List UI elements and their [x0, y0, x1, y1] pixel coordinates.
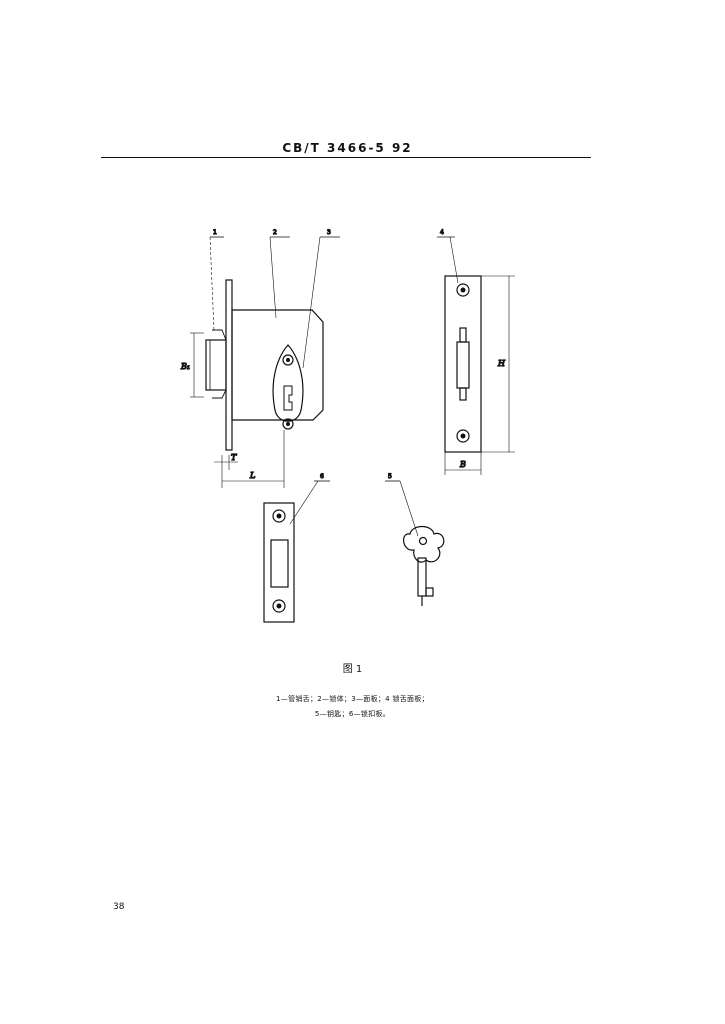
part-label-4: 4	[440, 229, 444, 236]
legend-line-1: 1—管销舌；2—锁体；3—面板；4 锁舌面板；	[276, 695, 429, 703]
legend-line-2: 5—钥匙；6—锁扣板。	[314, 710, 391, 718]
dim-label-t: T	[231, 453, 237, 462]
key	[385, 480, 445, 606]
part-label-1: 1	[213, 229, 217, 236]
face-plate	[225, 279, 233, 451]
figure-caption: 图 1	[342, 664, 363, 675]
bolt-face-plate	[437, 236, 515, 475]
dim-label-b1: B₁	[180, 362, 190, 371]
header-rule	[101, 157, 591, 158]
standard-header: CB/T 3466-5 92	[282, 141, 413, 155]
part-label-6: 6	[320, 473, 324, 480]
part-label-2: 2	[273, 229, 277, 236]
lock-body	[231, 309, 324, 421]
latch-bolt	[205, 339, 227, 391]
strike-plate	[263, 480, 330, 623]
lock-assembly	[190, 236, 340, 488]
part-label-3: 3	[327, 229, 331, 236]
dim-label-l: L	[249, 471, 255, 480]
dim-label-b: B	[459, 460, 466, 469]
escutcheon	[272, 344, 304, 422]
page-number: 38	[113, 902, 125, 912]
dim-label-h: H	[497, 359, 506, 368]
part-label-5: 5	[388, 473, 392, 480]
